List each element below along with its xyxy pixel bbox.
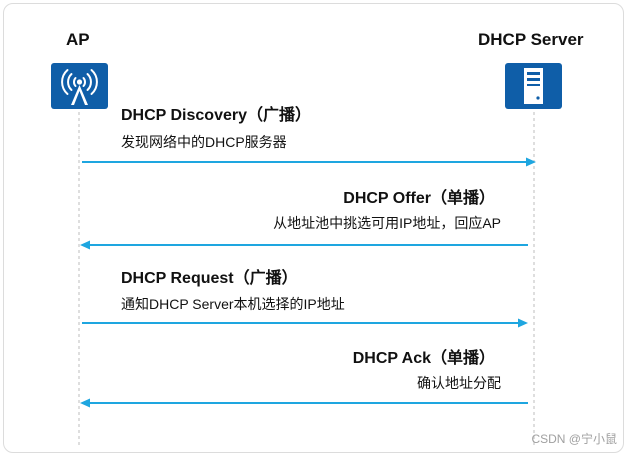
offer-description: 从地址池中挑选可用IP地址，回应AP bbox=[273, 215, 501, 231]
ap-label: AP bbox=[66, 30, 90, 49]
arrow-offer bbox=[80, 240, 528, 250]
csdn-watermark: CSDN @宁小鼠 bbox=[531, 432, 617, 446]
wireless-ap-icon bbox=[51, 63, 108, 109]
discovery-description: 发现网络中的DHCP服务器 bbox=[121, 134, 287, 150]
request-description: 通知DHCP Server本机选择的IP地址 bbox=[121, 296, 345, 312]
server-icon bbox=[505, 63, 562, 109]
arrow-request bbox=[82, 318, 528, 328]
diagram-frame bbox=[3, 3, 624, 453]
ack-description: 确认地址分配 bbox=[417, 375, 501, 391]
discovery-title: DHCP Discovery（广播） bbox=[121, 107, 311, 124]
arrow-ack bbox=[80, 398, 528, 408]
arrow-discovery bbox=[82, 157, 536, 167]
server-label: DHCP Server bbox=[478, 30, 584, 49]
request-title: DHCP Request（广播） bbox=[121, 270, 298, 287]
offer-title: DHCP Offer（单播） bbox=[343, 190, 495, 207]
ack-title: DHCP Ack（单播） bbox=[352, 350, 495, 367]
